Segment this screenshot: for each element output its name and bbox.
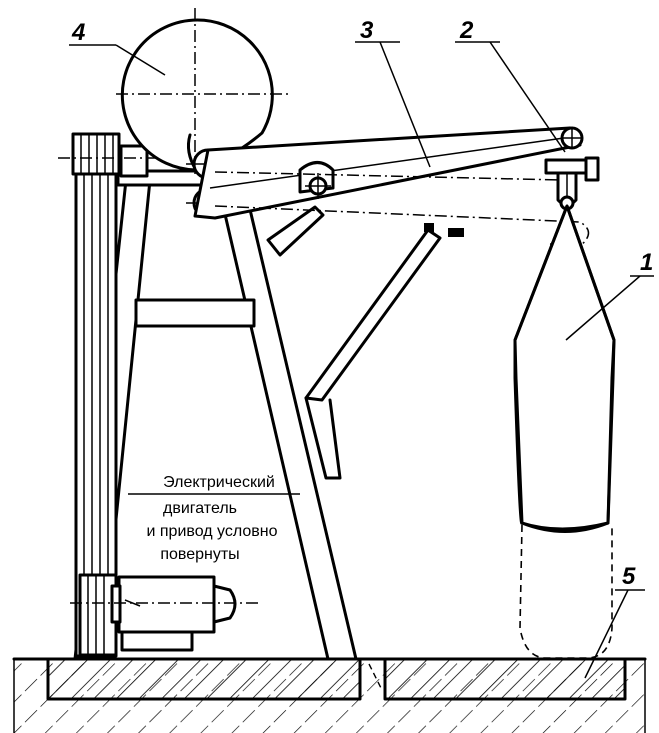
base-plate (383, 657, 627, 701)
note-line-2: двигатель (163, 500, 237, 517)
note-line-4: повернуты (160, 546, 239, 563)
lever (193, 126, 590, 247)
support-arm (266, 205, 464, 480)
bag (513, 204, 616, 659)
note-line-3: и привод условно (147, 523, 278, 540)
label-lever: 3 (360, 17, 374, 44)
electric-motor (70, 575, 262, 652)
cam (116, 8, 288, 175)
label-hook: 2 (459, 17, 474, 44)
foundation-gap-hatch (368, 663, 383, 691)
foundation-left (46, 657, 362, 701)
label-base-plate: 5 (622, 563, 636, 590)
label-cam: 4 (71, 19, 85, 46)
drive-belt (71, 132, 121, 658)
note-line-1: Электрический (163, 474, 275, 491)
leader-lines (69, 41, 654, 679)
label-bag: 1 (640, 249, 653, 276)
gearbox-top (58, 144, 160, 178)
